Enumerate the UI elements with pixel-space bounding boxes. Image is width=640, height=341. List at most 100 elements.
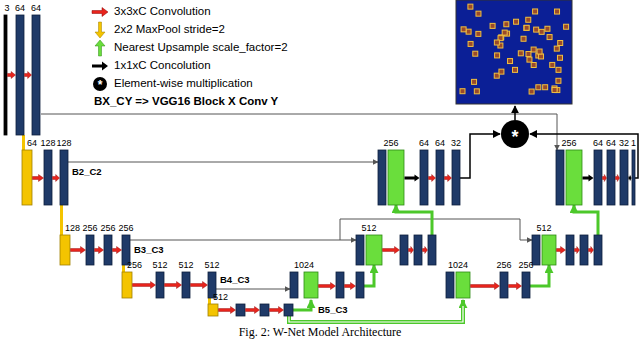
conv-arrow: [471, 283, 500, 290]
feature-block: [556, 150, 564, 205]
conv-arrow: [383, 247, 400, 254]
feature-block: [542, 235, 556, 265]
detection-square: [468, 4, 473, 9]
legend-text: 1x1xC Concolution: [114, 59, 211, 72]
conv-arrow: [270, 307, 284, 314]
layer-arrows: [8, 72, 632, 314]
channel-count: 64: [606, 138, 616, 148]
channel-count: 256: [518, 260, 533, 270]
block-name: B4_C3: [220, 275, 250, 286]
feature-block: [378, 150, 386, 205]
maxpool-line: [60, 205, 63, 235]
block-name: B5_C3: [318, 305, 348, 316]
conv-arrow: [575, 247, 580, 254]
feature-block: [236, 304, 245, 316]
feature-block: [420, 150, 428, 205]
feature-block: [632, 150, 635, 205]
maxpool-line: [208, 298, 211, 304]
feature-block: [452, 150, 460, 205]
detection-square: [556, 78, 561, 83]
layer-blocks: [4, 15, 635, 316]
channel-count: 512: [213, 292, 228, 302]
channel-count: 32: [619, 138, 629, 148]
channel-count: 64: [15, 3, 25, 13]
detection-square: [494, 40, 499, 45]
detection-square: [499, 69, 504, 74]
feature-block: [284, 304, 293, 316]
feature-block: [366, 235, 382, 265]
feature-block: [594, 150, 602, 205]
conv-arrow: [95, 247, 104, 254]
conv-arrow: [133, 282, 156, 289]
channel-count: 1024: [448, 260, 468, 270]
feature-block: [436, 150, 444, 205]
detection-square: [476, 31, 481, 36]
feature-block: [522, 272, 530, 298]
conv-arrow: [71, 247, 86, 254]
channel-count: 64: [419, 138, 429, 148]
detection-square: [518, 51, 523, 56]
detection-square: [550, 62, 555, 67]
feature-block: [22, 150, 32, 205]
channel-count: 512: [204, 260, 219, 270]
upsample-line: [364, 265, 374, 286]
detection-square: [473, 51, 478, 56]
detection-square: [531, 47, 536, 52]
feature-block: [607, 150, 615, 205]
feature-block: [32, 15, 40, 135]
detection-square: [490, 23, 495, 28]
detection-square: [526, 17, 531, 22]
conv-arrow: [429, 175, 436, 182]
upsample-arrow-sample: [95, 40, 105, 56]
legend-text: BX_CY => VGG16 Block X Conv Y: [94, 95, 278, 108]
channel-count: 512: [178, 260, 193, 270]
conv-arrow: [246, 307, 260, 314]
feature-block: [60, 235, 70, 265]
feature-block: [44, 150, 52, 205]
detection-square: [526, 51, 531, 56]
conv-arrow: [191, 282, 208, 289]
conv-arrow: [557, 247, 566, 254]
detection-square: [537, 49, 542, 54]
legend-text: Nearest Upsample scale_factor=2: [114, 41, 288, 54]
feature-block: [122, 272, 132, 298]
detection-square: [536, 85, 541, 90]
channel-count: 512: [536, 223, 551, 233]
double-line-core: [289, 306, 463, 322]
detection-square: [556, 67, 561, 72]
feature-block: [356, 272, 364, 298]
channel-count: 64: [435, 138, 445, 148]
symbol-text: *: [98, 79, 103, 91]
skip-line: [41, 114, 557, 150]
pointwise-arrow: [583, 175, 594, 182]
legend-text: 3x3xC Convolution: [114, 5, 211, 18]
detection-square: [508, 59, 513, 64]
upsample-line: [293, 300, 311, 310]
channel-count: 512: [361, 223, 376, 233]
conv-arrow: [345, 283, 356, 290]
feature-block: [428, 235, 436, 265]
detection-square: [564, 24, 569, 29]
feature-block: [182, 272, 190, 298]
pointwise-arrow-sample: [92, 62, 108, 71]
feature-block: [260, 304, 269, 316]
channel-count: 256: [100, 223, 115, 233]
detection-square: [513, 67, 518, 72]
detection-square: [461, 27, 466, 32]
detection-square: [529, 89, 534, 94]
connections: [24, 106, 639, 322]
conv-arrow: [445, 175, 452, 182]
maxpool-line: [22, 135, 25, 150]
conv-arrow: [53, 175, 60, 182]
detection-square: [543, 85, 548, 90]
conv-arrow: [165, 282, 182, 289]
channel-count: 64: [593, 138, 603, 148]
feature-block: [594, 235, 602, 265]
feature-block: [60, 150, 68, 205]
multiply-circle: *: [501, 120, 529, 148]
channel-count: 128: [56, 138, 71, 148]
channel-count: 1024: [294, 260, 314, 270]
conv-arrow: [219, 307, 236, 314]
output-line: [514, 106, 516, 120]
